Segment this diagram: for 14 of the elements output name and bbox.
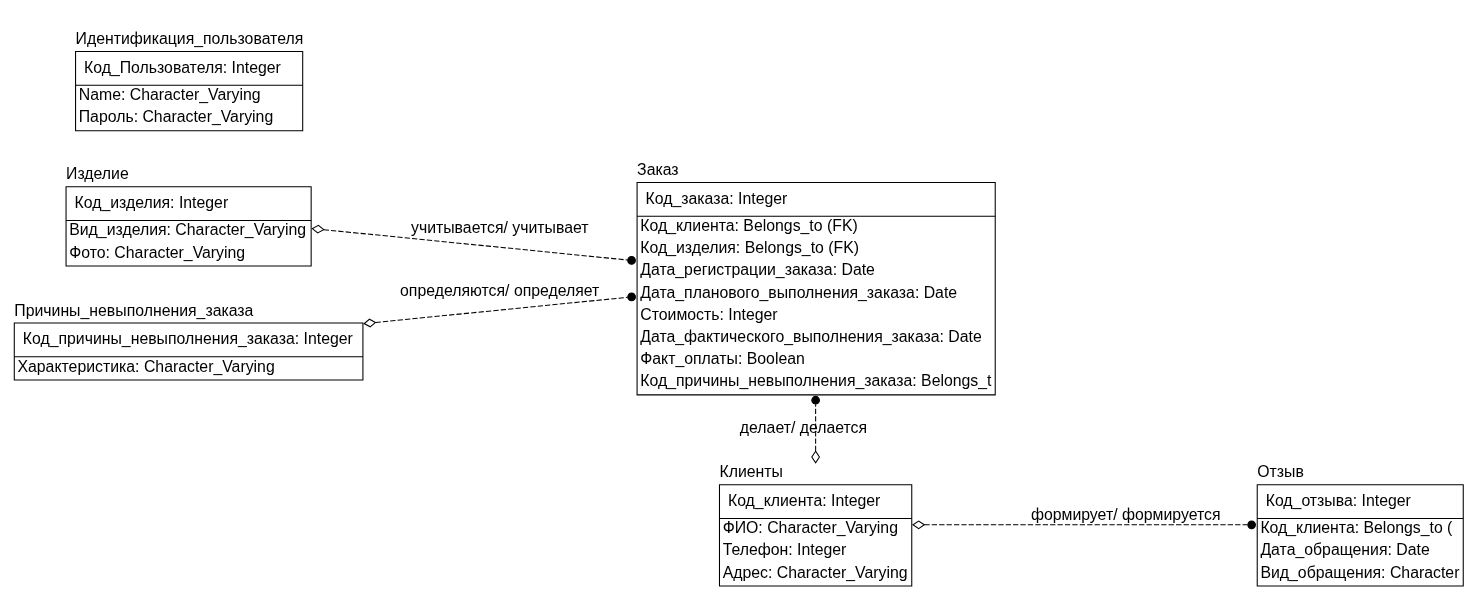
edge-label: делает/ делается [739,418,867,436]
connector [362,292,636,327]
edge-label: учитывается/ учитывает [410,218,588,236]
edge-label: определяются/ определяет [399,281,599,299]
node-label: Отзыв [1256,462,1304,480]
node-label: Заказ [636,160,679,178]
connector [310,224,636,265]
edge-label: формирует/ формируется [1030,505,1220,523]
connector [810,395,820,464]
node-label: Идентификация_пользователя [75,29,303,47]
node-label: Причины_невыполнения_заказа [13,301,253,319]
node-label: Клиенты [718,462,783,480]
connector [911,519,1256,529]
node-label: Изделие [65,164,129,182]
